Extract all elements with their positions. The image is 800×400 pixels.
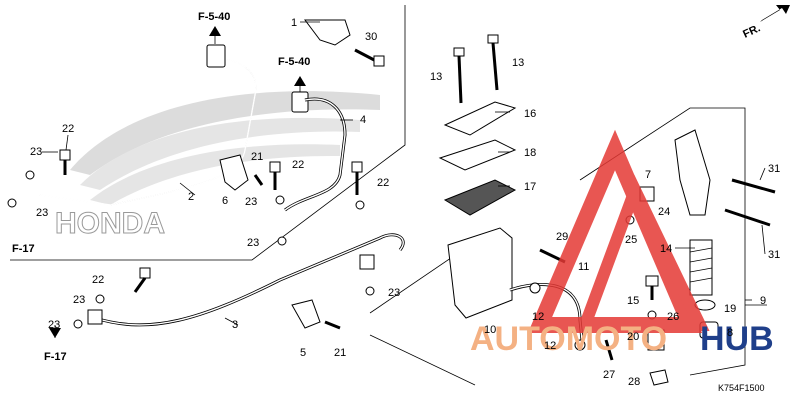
callout-23-b: 23: [36, 207, 48, 219]
callout-23-a: 23: [30, 146, 42, 158]
bolt-22-upper-left: [59, 149, 71, 175]
washer-23-f: [365, 286, 375, 296]
front-direction-label: FR.: [741, 22, 762, 40]
watermark-text-right: HUB: [700, 320, 774, 358]
ref-label-f540-b: F-5-40: [278, 56, 310, 68]
diaphragm-17: [443, 179, 517, 216]
callout-4: 4: [360, 114, 366, 126]
hose-joint-upper-right: [291, 91, 309, 113]
callout-30: 30: [365, 31, 377, 43]
callout-6: 6: [222, 195, 228, 207]
master-cylinder-24: [674, 129, 711, 216]
callout-29: 29: [556, 231, 568, 243]
ref-label-f17-a: F-17: [12, 243, 35, 255]
callout-2: 2: [188, 191, 194, 203]
callout-31-lower: 31: [768, 249, 780, 261]
pin-27: [604, 339, 614, 361]
honda-logo-text: HONDA: [55, 207, 165, 240]
washer-23-g: [95, 294, 105, 304]
callout-23-d: 23: [247, 237, 259, 249]
callout-12-lower: 12: [544, 340, 556, 352]
washer-23-b: [7, 198, 17, 208]
watermark-logo: [527, 129, 710, 333]
reservoir-cap-16: [443, 101, 517, 136]
washer-23-d: [277, 236, 287, 246]
diagram-code: K754F1500: [718, 383, 765, 393]
callout-9: 9: [760, 295, 766, 307]
group-frame-left: [10, 5, 406, 261]
callout-31-upper: 31: [768, 163, 780, 175]
bolt-13-left: [453, 47, 465, 104]
clip-12-lower: [574, 339, 586, 351]
callout-23-e: 23: [388, 287, 400, 299]
bolt-22-mid: [351, 161, 363, 195]
callout-12-upper: 12: [532, 311, 544, 323]
callout-22-b: 22: [292, 159, 304, 171]
callout-13-right: 13: [512, 57, 524, 69]
callout-28: 28: [628, 376, 640, 388]
washer-23-a: [25, 170, 35, 180]
switch-15: [645, 275, 659, 287]
clip-12-upper: [529, 282, 541, 294]
ref-arrow-f540-a: [209, 26, 221, 44]
washer-23-h: [73, 319, 83, 329]
bolt-31-lower: [724, 208, 771, 227]
bolt-21-upper: [253, 174, 264, 186]
callout-22-a: 22: [62, 123, 74, 135]
hose-joint-lower-right: [359, 254, 375, 270]
callout-22-c: 22: [377, 177, 389, 189]
callout-16: 16: [524, 108, 536, 120]
honda-wing-logo: [70, 91, 380, 205]
callout-14: 14: [660, 243, 672, 255]
callout-7: 7: [645, 169, 651, 181]
callout-20: 20: [627, 331, 639, 343]
callout-15: 15: [627, 295, 639, 307]
bolt-22-lower: [133, 267, 151, 293]
plate-18: [438, 139, 517, 171]
group-frame-right: [579, 107, 746, 376]
callout-18: 18: [524, 147, 536, 159]
leader-mc-bottom: [369, 334, 476, 386]
ref-arrow-f540-b: [294, 76, 306, 92]
hose-joint-upper-left: [206, 44, 226, 68]
callout-25: 25: [625, 234, 637, 246]
ref-label-f540-a: F-5-40: [198, 11, 230, 23]
bolt-30: [354, 48, 385, 67]
clip-28: [649, 369, 669, 386]
front-direction-arrow: [760, 5, 790, 22]
clamp-6: [219, 154, 249, 191]
callout-13-left: 13: [430, 71, 442, 83]
bolt-31-upper: [731, 178, 776, 194]
callout-19: 19: [724, 303, 736, 315]
callout-3: 3: [232, 319, 238, 331]
callout-11: 11: [578, 261, 589, 273]
callout-17: 17: [524, 181, 536, 193]
bracket-1: [304, 19, 351, 46]
callout-26: 26: [667, 311, 679, 323]
washer-23-e: [355, 200, 365, 210]
watermark-text-left: AUTOMOTO: [470, 320, 667, 358]
bolt-13-right: [487, 34, 499, 91]
callout-5: 5: [300, 347, 306, 359]
callout-23-g: 23: [48, 319, 60, 331]
ref-label-f17-b: F-17: [44, 351, 67, 363]
callout-24: 24: [658, 206, 670, 218]
bolt-21-lower: [324, 320, 341, 330]
callout-21-lower: 21: [334, 347, 346, 359]
callout-10: 10: [484, 324, 496, 336]
callout-1: 1: [291, 17, 297, 29]
callout-27: 27: [603, 369, 615, 381]
bolt-22-upper-mid: [269, 161, 281, 190]
callout-8: 8: [727, 327, 733, 339]
callout-23-f: 23: [73, 294, 85, 306]
callout-22-d: 22: [92, 274, 104, 286]
reservoir-10: [447, 227, 513, 319]
callout-21-upper: 21: [251, 151, 263, 163]
callout-23-c: 23: [245, 196, 257, 208]
washer-23-c: [275, 195, 285, 205]
clamp-5: [291, 299, 321, 329]
hose-joint-lower-left: [87, 309, 103, 325]
